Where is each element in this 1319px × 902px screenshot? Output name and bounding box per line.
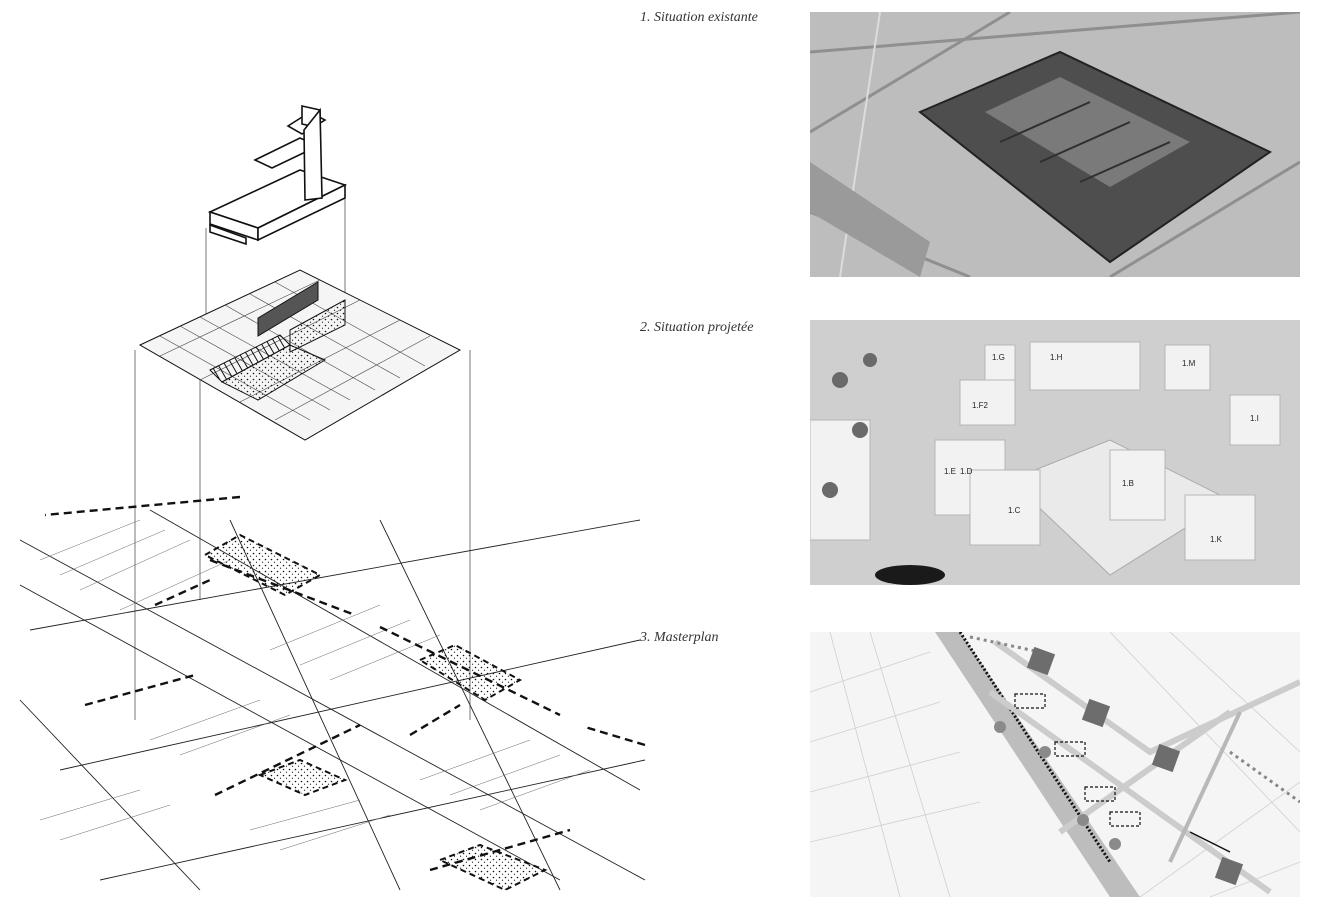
- caption-masterplan: 3. Masterplan: [640, 630, 719, 645]
- masterplan-map: [810, 632, 1300, 897]
- label-1-d: 1.D: [960, 467, 973, 476]
- label-1-m: 1.M: [1182, 359, 1196, 368]
- building-volume: [207, 105, 348, 246]
- label-1-f2: 1.F2: [972, 401, 989, 410]
- label-1-k: 1.K: [1210, 535, 1223, 544]
- caption-projected: 2. Situation projetée: [640, 320, 754, 335]
- site-slab: [138, 269, 462, 441]
- circulation-arrows: [44, 495, 646, 872]
- axonometric-drawing: [19, 105, 646, 892]
- label-1-h: 1.H: [1050, 353, 1063, 362]
- label-1-i: 1.I: [1250, 414, 1259, 423]
- existing-aerial-photo: [810, 12, 1300, 277]
- projection-lines: [134, 190, 471, 720]
- label-1-b: 1.B: [1122, 479, 1134, 488]
- activated-blocks: [202, 533, 548, 892]
- caption-existing: 1. Situation existante: [640, 10, 758, 25]
- label-1-g: 1.G: [992, 353, 1005, 362]
- label-1-e: 1.E: [944, 467, 956, 476]
- projected-model-render: 1.G 1.H 1.M 1.F2 1.I 1.E 1.D 1.B 1.C 1.K: [810, 320, 1300, 585]
- urban-fabric: [19, 509, 646, 891]
- label-1-c: 1.C: [1008, 506, 1021, 515]
